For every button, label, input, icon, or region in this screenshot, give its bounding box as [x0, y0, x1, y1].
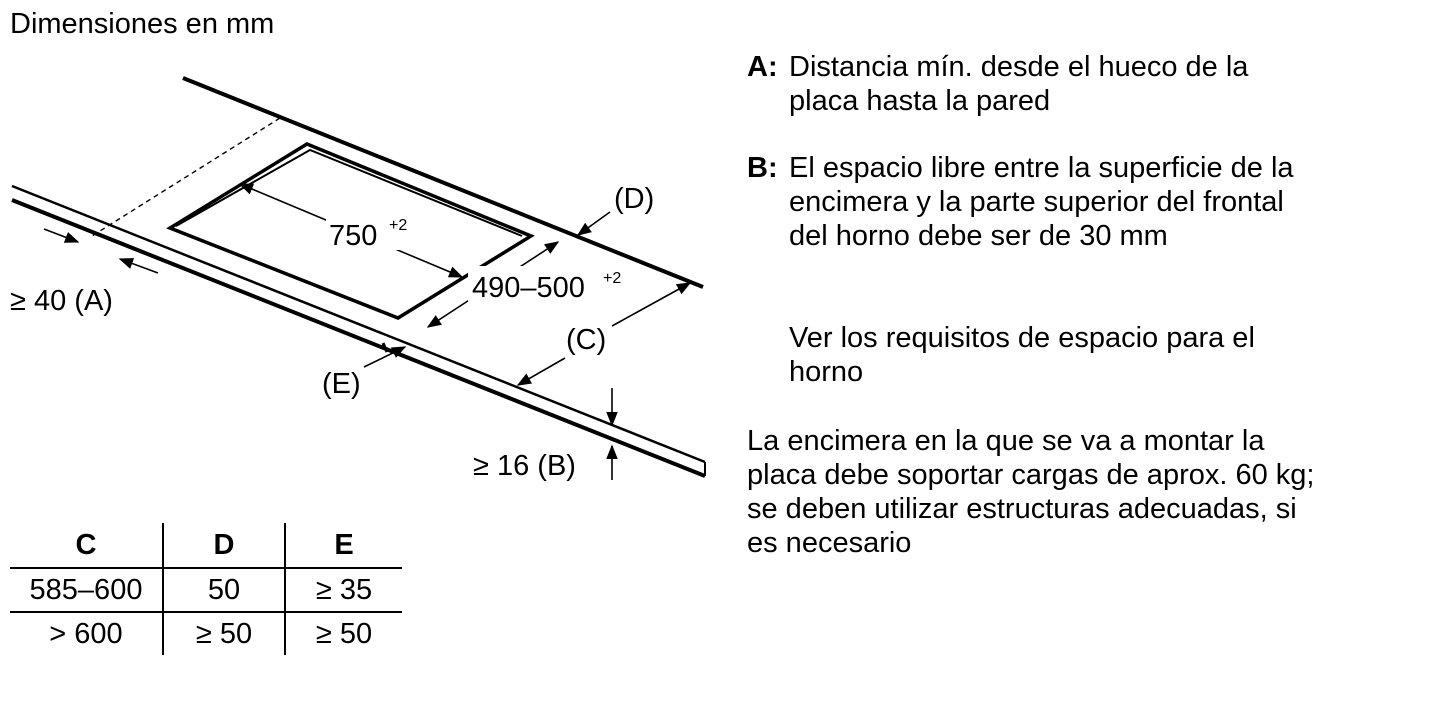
table-cell: ≥ 35 [284, 568, 402, 613]
worktop-front-bottom-edge [11, 198, 706, 478]
label-d: (D) [614, 183, 654, 215]
load-note: La encimera en la que se va a montar la … [747, 425, 1315, 559]
label-c: (C) [566, 324, 606, 356]
legend-key: B: [747, 152, 778, 184]
table-cell: 50 [162, 568, 285, 613]
table-row: 585–600 50 ≥ 35 [10, 568, 402, 613]
page-title: Dimensiones en mm [10, 8, 275, 40]
label-b: ≥ 16 (B) [473, 450, 576, 482]
cutout-diagram: 750 +2 490–500 +2 ≥ 40 (A) (D) (C) (E) ≥… [10, 76, 706, 482]
arrow-a-top [43, 228, 80, 243]
arrow-c-top [611, 282, 692, 327]
legend-key: A: [747, 51, 778, 83]
arrow-d [576, 211, 611, 236]
table-cell: ≥ 50 [162, 612, 285, 655]
worktop-back-edge [182, 76, 704, 289]
arrow-a-bottom [118, 258, 159, 274]
wall-reference-line [91, 117, 281, 237]
width-label: 750 [329, 220, 377, 252]
legend-text: Distancia mín. desde el hueco de la plac… [789, 51, 1249, 117]
table-header: E [284, 523, 402, 569]
width-tolerance: +2 [389, 217, 407, 234]
depth-label: 490–500 [472, 272, 585, 304]
table-cell: > 600 [49, 617, 123, 650]
label-a: ≥ 40 (A) [10, 285, 113, 317]
table-cell: 585–600 [10, 568, 163, 613]
table-header-row: C D E [10, 523, 402, 569]
arrow-c-bottom [516, 357, 566, 386]
legend-text: El espacio libre entre la superficie de … [789, 152, 1294, 252]
arrow-e [363, 346, 407, 368]
depth-tolerance: +2 [603, 270, 621, 287]
table-header: D [162, 523, 285, 569]
oven-requirements-note: Ver los requisitos de espacio para el ho… [789, 322, 1255, 388]
legend-item-a: A: Distancia mín. desde el hueco de la p… [747, 50, 1427, 118]
label-e: (E) [322, 368, 361, 400]
table-row: > 600 ≥ 50 ≥ 50 [10, 612, 402, 655]
worktop-front-top-edge [11, 184, 706, 464]
table-header: C [10, 523, 163, 569]
legend-item-b: B: El espacio libre entre la superficie … [747, 151, 1427, 253]
table-cell: ≥ 50 [284, 612, 402, 655]
arrow-e-left [381, 342, 389, 353]
dimensions-table: C D E 585–600 50 ≥ 35 > 600 ≥ 50 ≥ 50 [10, 523, 402, 655]
